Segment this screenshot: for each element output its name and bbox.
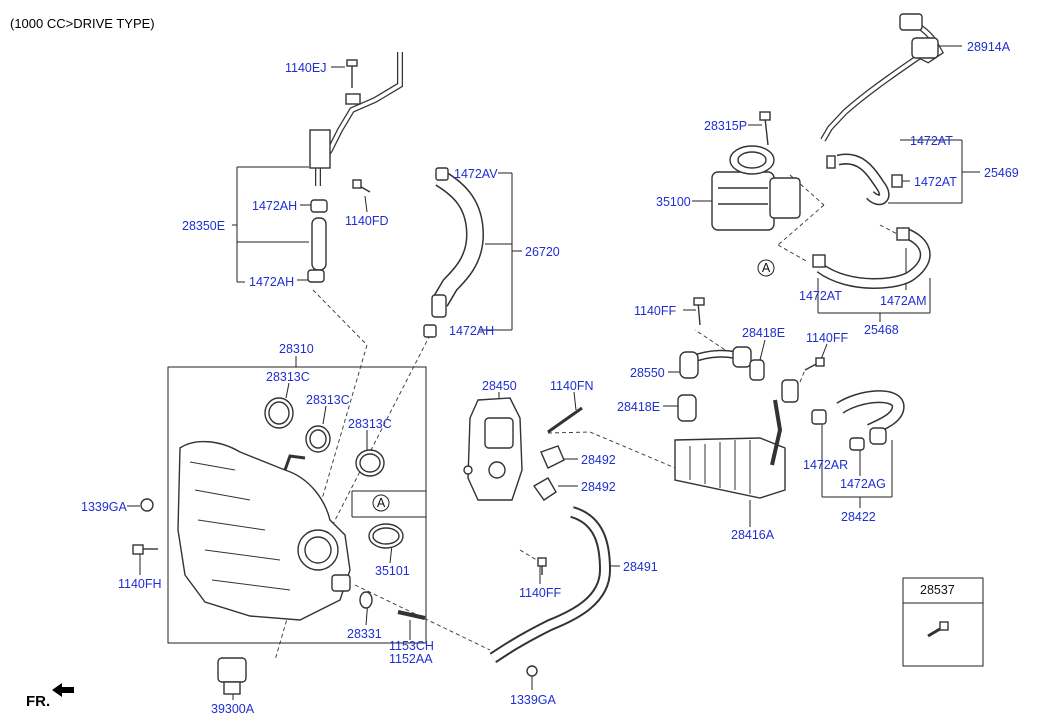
callout-1472AT-top[interactable]: 1472AT <box>910 134 953 148</box>
callout-35100[interactable]: 35100 <box>656 195 691 209</box>
callout-1140FN[interactable]: 1140FN <box>550 379 594 393</box>
callout-28450[interactable]: 28450 <box>482 379 517 393</box>
callout-28331[interactable]: 28331 <box>347 627 382 641</box>
callout-1140FH[interactable]: 1140FH <box>118 577 162 591</box>
front-marker: FR. <box>26 683 74 710</box>
callout-28310[interactable]: 28310 <box>279 342 314 356</box>
callout-28313C-c[interactable]: 28313C <box>348 417 392 431</box>
callout-1472AT-low[interactable]: 1472AT <box>799 289 842 303</box>
ref-circle-a-mid <box>372 494 390 512</box>
callout-25469[interactable]: 25469 <box>984 166 1019 180</box>
callout-1152AA[interactable]: 1152AA <box>389 652 433 666</box>
callout-1140FF-b[interactable]: 1140FF <box>806 331 849 345</box>
ref-circle-a-top <box>757 259 775 277</box>
callout-1472AH-a[interactable]: 1472AH <box>252 199 297 213</box>
reference-marks: A A <box>372 259 775 512</box>
callout-1472AH-c[interactable]: 1472AH <box>449 324 494 338</box>
front-marker-label: FR. <box>26 693 50 710</box>
callout-1472AH-b[interactable]: 1472AH <box>249 275 294 289</box>
callout-28418E-b[interactable]: 28418E <box>617 400 660 414</box>
callout-28350E[interactable]: 28350E <box>182 219 225 233</box>
front-arrow-icon <box>52 683 74 697</box>
callout-28492-a[interactable]: 28492 <box>581 453 616 467</box>
callout-1472AM[interactable]: 1472AM <box>880 294 927 308</box>
callout-labels: 28914A 1140EJ 28315P 1472AT 25469 1472AT… <box>81 40 1019 716</box>
callout-1153CH[interactable]: 1153CH <box>389 639 434 653</box>
callout-1472AG[interactable]: 1472AG <box>840 477 886 491</box>
callout-1339GA-a[interactable]: 1339GA <box>81 500 128 514</box>
callout-28550[interactable]: 28550 <box>630 366 665 380</box>
callout-1472AR[interactable]: 1472AR <box>803 458 848 472</box>
leader-lines <box>127 45 984 700</box>
callout-28492-b[interactable]: 28492 <box>581 480 616 494</box>
callout-28416A[interactable]: 28416A <box>731 528 775 542</box>
callout-28422[interactable]: 28422 <box>841 510 876 524</box>
callout-1140FF-c[interactable]: 1140FF <box>519 586 562 600</box>
parts <box>132 13 949 695</box>
callout-26720[interactable]: 26720 <box>525 245 560 259</box>
callout-1140FD[interactable]: 1140FD <box>345 214 389 228</box>
callout-1140EJ[interactable]: 1140EJ <box>285 61 326 75</box>
callout-1339GA-b[interactable]: 1339GA <box>510 693 557 707</box>
callout-1472AT-mid[interactable]: 1472AT <box>914 175 957 189</box>
callout-28491[interactable]: 28491 <box>623 560 658 574</box>
callout-1140FF-a[interactable]: 1140FF <box>634 304 677 318</box>
callout-28313C-a[interactable]: 28313C <box>266 370 310 384</box>
callout-28914A[interactable]: 28914A <box>967 40 1011 54</box>
callout-28418E-a[interactable]: 28418E <box>742 326 785 340</box>
callout-28537[interactable]: 28537 <box>920 583 955 597</box>
callout-35101[interactable]: 35101 <box>375 564 410 578</box>
callout-39300A[interactable]: 39300A <box>211 702 255 716</box>
callout-1472AV[interactable]: 1472AV <box>454 167 498 181</box>
callout-25468[interactable]: 25468 <box>864 323 899 337</box>
callout-28315P[interactable]: 28315P <box>704 119 747 133</box>
ref-a-mid-label: A <box>377 496 386 510</box>
callout-28313C-b[interactable]: 28313C <box>306 393 350 407</box>
page-title: (1000 CC>DRIVE TYPE) <box>10 16 155 31</box>
ref-a-top-label: A <box>762 261 771 275</box>
